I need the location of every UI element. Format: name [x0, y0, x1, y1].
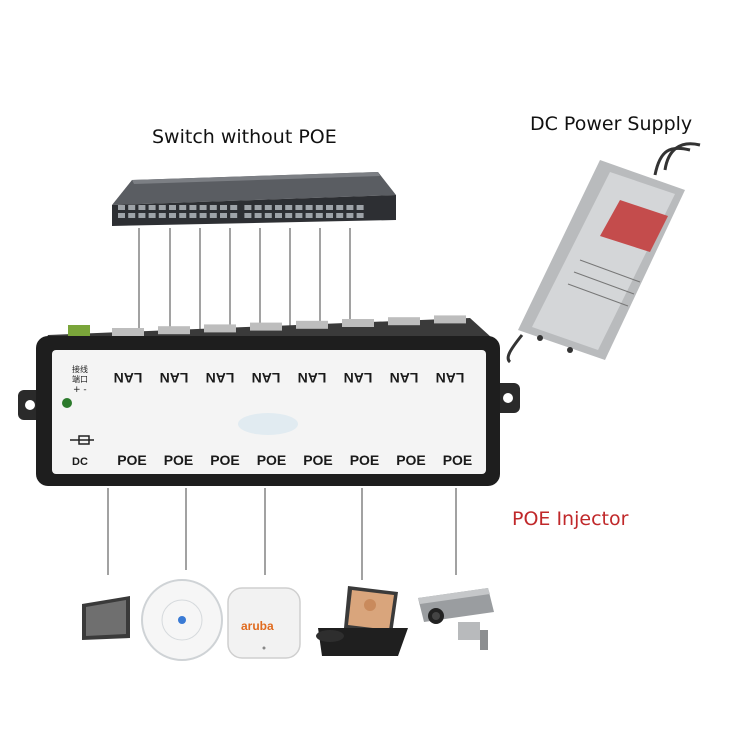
switch-port: [138, 213, 146, 218]
switch-port: [275, 205, 282, 210]
poe-port-label: POE: [210, 452, 240, 468]
switch-port: [326, 205, 333, 210]
switch-port: [275, 213, 282, 218]
switch-port: [199, 205, 207, 210]
switch-port: [179, 213, 187, 218]
switch-port: [158, 205, 166, 210]
ceiling-ap-icon: [141, 579, 223, 661]
switch-label: Switch without POE: [152, 126, 337, 148]
switch-port: [346, 205, 354, 210]
switch-port: [230, 205, 238, 210]
poe-port-label: POE: [350, 452, 380, 468]
switch-port: [189, 205, 197, 210]
lan-port-label: LAN: [436, 370, 465, 386]
switch-port: [326, 213, 333, 218]
poe-port-label: POE: [257, 452, 287, 468]
switch-port: [356, 213, 364, 218]
switch-port: [244, 205, 252, 210]
terminal-label-line1: 接线: [72, 364, 88, 374]
poe-port-label: POE: [443, 452, 473, 468]
lan-jack: [342, 319, 374, 327]
video-phone-icon: [316, 586, 408, 656]
switch-port: [179, 205, 187, 210]
switch-port: [285, 213, 293, 218]
lan-port-label: LAN: [160, 370, 189, 386]
aruba-ap-icon: aruba: [227, 587, 301, 659]
switch-port: [254, 205, 262, 210]
switch-to-injector-cables: [138, 228, 351, 330]
switch-port: [199, 213, 207, 218]
lan-port-label: LAN: [390, 370, 419, 386]
poe-port-label: POE: [396, 452, 426, 468]
poe-port-label: POE: [164, 452, 194, 468]
switch-port: [118, 205, 125, 210]
lan-port-label: LAN: [252, 370, 281, 386]
lan-jack: [158, 326, 190, 335]
lan-port-label: LAN: [206, 370, 235, 386]
status-led: [62, 398, 72, 408]
switch-port: [169, 213, 176, 218]
lan-jack: [204, 324, 236, 333]
switch-port: [336, 213, 344, 218]
camera-icon: [418, 588, 494, 650]
poe-injector: 接线 端口 + - DC LAN LAN LAN LAN LAN LAN LAN LAN PO…: [18, 315, 520, 486]
switch-port: [118, 213, 125, 218]
switch-port: [138, 205, 146, 210]
lan-jack: [434, 315, 466, 324]
switch-port: [158, 213, 166, 218]
poe-injector-label: POE Injector: [512, 508, 629, 530]
switch-port: [315, 213, 323, 218]
network-switch: [112, 172, 396, 226]
switch-port: [285, 205, 293, 210]
terminal-label-line2: 端口: [72, 374, 88, 384]
switch-port: [346, 213, 354, 218]
terminal-label-line3: + -: [73, 385, 87, 395]
switch-port: [148, 213, 156, 218]
switch-port: [305, 205, 313, 210]
switch-port: [356, 205, 364, 210]
switch-port: [254, 213, 262, 218]
power-supply-label: DC Power Supply: [530, 113, 693, 135]
lan-port-label: LAN: [298, 370, 327, 386]
lan-jack: [296, 320, 328, 329]
lan-port-label: LAN: [114, 370, 143, 386]
dc-jack-icon: [70, 435, 94, 445]
injector-to-device-cables: [107, 488, 457, 580]
switch-port: [209, 213, 217, 218]
monitor-icon: [82, 596, 130, 640]
switch-port: [169, 205, 176, 210]
switch-port: [220, 205, 227, 210]
switch-port: [148, 205, 156, 210]
poe-port-label: POE: [303, 452, 333, 468]
lan-jack: [388, 317, 420, 326]
lan-jack: [250, 322, 282, 331]
switch-port: [295, 205, 303, 210]
switch-port: [220, 213, 227, 218]
poe-port-label: POE: [117, 452, 147, 468]
switch-port: [336, 205, 344, 210]
switch-port: [305, 213, 313, 218]
switch-port: [264, 213, 272, 218]
lan-jack: [112, 328, 144, 336]
lan-port-label: LAN: [344, 370, 373, 386]
switch-port: [264, 205, 272, 210]
switch-port: [315, 205, 323, 210]
switch-port: [209, 205, 217, 210]
switch-port: [295, 213, 303, 218]
aruba-brand-text: aruba: [241, 619, 274, 633]
switch-port: [128, 213, 136, 218]
switch-port: [244, 213, 252, 218]
switch-port: [189, 213, 197, 218]
dc-power-supply: [506, 142, 701, 364]
switch-port: [230, 213, 238, 218]
dc-label: DC: [72, 456, 88, 468]
switch-port: [128, 205, 136, 210]
